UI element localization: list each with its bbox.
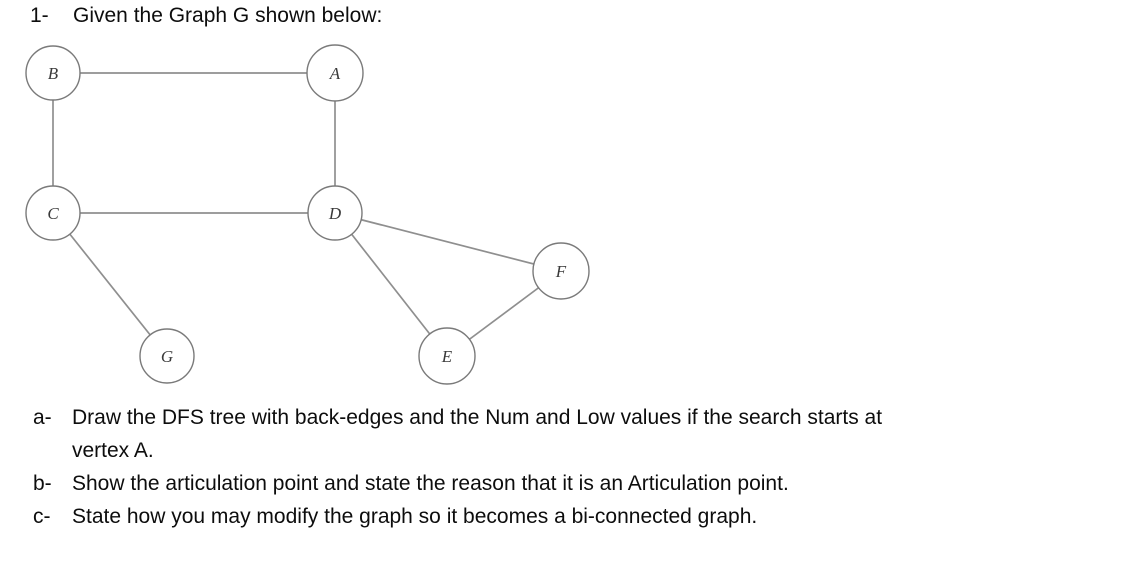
graph-edge-D-F [334, 212, 562, 272]
graph-node-label-D: D [328, 204, 342, 223]
graph-node-label-B: B [48, 64, 59, 83]
questions-list: a- Draw the DFS tree with back-edges and… [33, 401, 882, 533]
question-c-line-1: State how you may modify the graph so it… [72, 505, 758, 528]
question-b-line-1: Show the articulation point and state th… [72, 472, 789, 495]
graph-node-label-F: F [555, 262, 567, 281]
question-c: c- State how you may modify the graph so… [33, 500, 882, 533]
graph-edge-D-E [334, 212, 448, 357]
graph-node-A [306, 44, 364, 102]
question-b-label: b- [33, 472, 52, 495]
graph-node-G [139, 328, 195, 384]
question-a-line-1: Draw the DFS tree with back-edges and th… [72, 406, 883, 429]
graph-figure: B A C D F G E [25, 44, 590, 385]
question-a: a- Draw the DFS tree with back-edges and… [33, 401, 882, 467]
graph-edge-C-G [52, 212, 168, 357]
question-a-label: a- [33, 406, 52, 429]
graph-node-label-A: A [329, 64, 341, 83]
page-title-text: Given the Graph G shown below: [73, 4, 383, 27]
question-number: 1- [30, 4, 49, 27]
question-c-label: c- [33, 505, 51, 528]
graph-node-C [25, 185, 81, 241]
graph-node-label-E: E [441, 347, 453, 366]
question-b: b- Show the articulation point and state… [33, 467, 882, 500]
question-b-text: Show the articulation point and state th… [72, 467, 789, 500]
question-a-text: Draw the DFS tree with back-edges and th… [72, 401, 882, 467]
page-title: 1- Given the Graph G shown below: [30, 3, 382, 29]
question-c-text: State how you may modify the graph so it… [72, 500, 757, 533]
graph-node-label-G: G [161, 347, 173, 366]
graph-node-label-C: C [47, 204, 59, 223]
graph-node-B [25, 45, 81, 101]
question-a-line-2: vertex A. [72, 439, 154, 462]
graph-node-D [307, 185, 363, 241]
graph-node-E [418, 327, 476, 385]
graph-node-F [532, 242, 590, 300]
